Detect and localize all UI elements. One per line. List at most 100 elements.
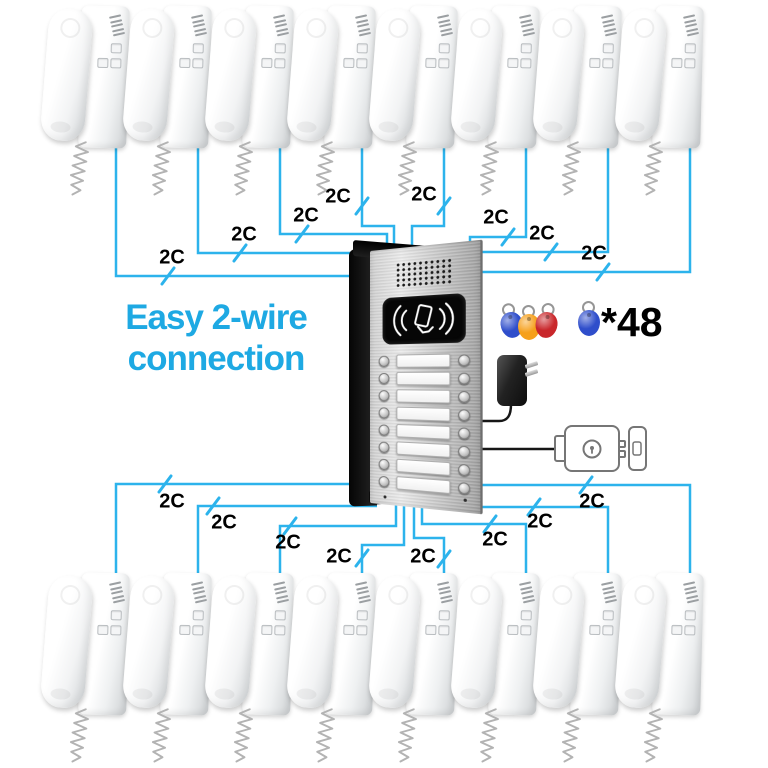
handset-button	[520, 43, 532, 54]
call-button-row	[378, 458, 471, 477]
wire-cut-slash	[578, 475, 594, 495]
wire-label-2c: 2C	[410, 545, 436, 568]
handset-button	[602, 610, 614, 621]
handset-button	[520, 610, 532, 621]
call-button	[458, 444, 471, 458]
handset-button	[274, 58, 286, 69]
2-wire-cable	[420, 496, 528, 573]
speaker-slots	[601, 581, 618, 606]
handset-button	[684, 58, 696, 69]
wire-cut-slash	[157, 474, 173, 494]
keyfob-body	[518, 314, 540, 340]
wire-cut-slash	[436, 549, 452, 569]
intercom-handset	[449, 4, 544, 196]
speaker-slots	[273, 581, 290, 606]
2-wire-cable	[196, 140, 377, 255]
rfid-keyfob	[518, 305, 540, 341]
coiled-cord	[233, 708, 253, 763]
handset-button	[97, 57, 109, 69]
call-button	[458, 481, 471, 495]
speaker-slots	[191, 581, 208, 606]
wire-cut-slash	[500, 227, 516, 247]
speaker-grille	[395, 257, 452, 290]
call-button-row	[378, 475, 471, 495]
call-button	[378, 372, 390, 384]
handset-button	[261, 57, 273, 69]
intercom-handset	[613, 571, 708, 763]
keyfob-hole	[527, 317, 531, 321]
wire-label-2c: 2C	[579, 490, 605, 513]
speaker-slots	[683, 14, 700, 39]
call-button	[458, 353, 471, 366]
2-wire-cable	[466, 140, 610, 254]
call-button	[378, 406, 390, 419]
wire-cut-slash	[282, 516, 298, 536]
wire-cut-slash	[232, 243, 248, 263]
rfid-reader-zone	[382, 292, 466, 345]
wire-cut-slash	[543, 242, 559, 262]
handset-button	[274, 43, 286, 54]
handset-button	[438, 58, 450, 69]
handset-button	[520, 58, 532, 69]
screw	[383, 495, 387, 499]
speaker-slots	[437, 14, 454, 39]
call-button	[458, 408, 471, 421]
wire-cut-slash	[595, 262, 611, 282]
handset-button	[602, 625, 614, 636]
wire-label-2c: 2C	[211, 511, 237, 534]
caption-line2: connection	[127, 338, 306, 378]
handset-button	[520, 625, 532, 636]
wire-label-2c: 2C	[581, 242, 607, 265]
handset-button	[179, 57, 191, 69]
intercom-handset	[39, 571, 134, 763]
speaker-slots	[273, 14, 290, 39]
name-tag	[396, 371, 451, 385]
handset-button	[192, 58, 204, 69]
speaker-slots	[601, 14, 618, 39]
wire-label-2c: 2C	[293, 204, 319, 227]
name-tag	[396, 458, 451, 476]
wire-label-2c: 2C	[482, 528, 508, 551]
handset-button	[356, 58, 368, 69]
coiled-cord	[643, 141, 663, 196]
rfid-keyfob	[578, 301, 600, 337]
name-tag	[396, 423, 451, 440]
wire-label-2c: 2C	[231, 223, 257, 246]
handset-button	[110, 58, 122, 69]
intercom-handset	[121, 4, 216, 196]
handset-button	[684, 625, 696, 636]
2-wire-cable	[360, 140, 396, 256]
call-button-row	[378, 353, 471, 368]
coiled-cord	[397, 708, 417, 763]
keyfob-hole	[587, 313, 591, 317]
name-tag	[396, 406, 451, 422]
name-tag	[396, 440, 451, 458]
coiled-cord	[69, 708, 89, 763]
coiled-cord	[643, 708, 663, 763]
coiled-cord	[151, 708, 171, 763]
handset-button	[438, 625, 450, 636]
coiled-cord	[233, 141, 253, 196]
wire-label-2c: 2C	[411, 183, 437, 206]
wire-cut-slash	[354, 548, 370, 568]
intercom-handset	[449, 571, 544, 763]
power-adapter-cord	[468, 403, 513, 423]
call-button	[458, 390, 471, 403]
call-button	[378, 355, 390, 367]
2-wire-cable	[360, 500, 406, 573]
wire-label-2c: 2C	[159, 490, 185, 513]
handset-button	[192, 625, 204, 636]
station-front-panel	[370, 239, 483, 515]
handset-button	[671, 624, 683, 636]
handset-button	[343, 624, 355, 636]
speaker-slots	[437, 581, 454, 606]
handset-button	[343, 57, 355, 69]
coiled-cord	[315, 141, 335, 196]
handset-button	[356, 625, 368, 636]
speaker-slots	[191, 14, 208, 39]
handset-button	[438, 610, 450, 621]
intercom-handset	[367, 571, 462, 763]
wire-label-2c: 2C	[326, 545, 352, 568]
speaker-slots	[355, 14, 372, 39]
intercom-handset	[203, 571, 298, 763]
